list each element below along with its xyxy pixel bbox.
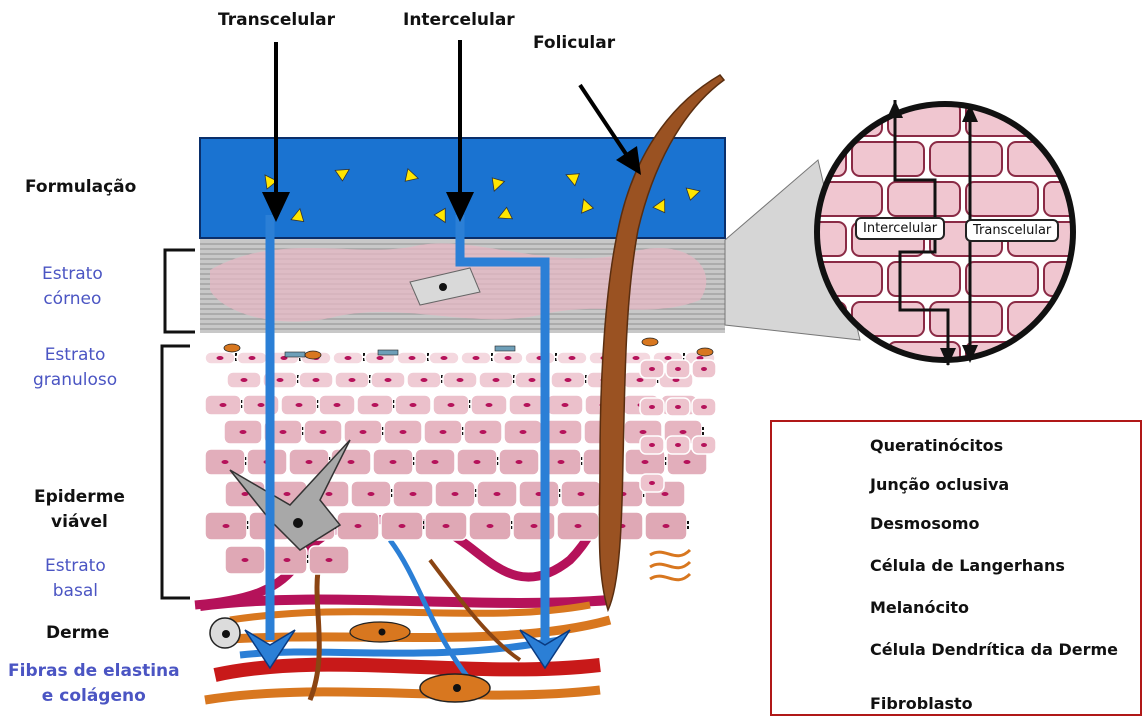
label-estrato-granuloso-line2: granuloso: [33, 368, 117, 393]
inset-label-intercelular: Intercelular: [855, 217, 945, 240]
label-fibras: Fibras de elastina e colágeno: [8, 659, 180, 708]
corneocyte-brick: [774, 382, 846, 416]
corneocyte-brick: [1086, 142, 1146, 176]
corneocyte-brick: [1086, 222, 1146, 256]
legend-desmosomo: Desmosomo: [870, 514, 980, 533]
corneocyte-brick: [1008, 382, 1080, 416]
tight-junction: [378, 350, 398, 355]
label-formulacao: Formulação: [25, 175, 136, 200]
label-estrato-corneo: Estrato córneo: [42, 262, 103, 311]
corneocyte-brick: [1044, 262, 1116, 296]
corneocyte-brick: [1044, 182, 1116, 216]
legend-celula-dendritica: Célula Dendrítica da Derme: [870, 640, 1118, 659]
zoom-inset: [725, 100, 1146, 416]
label-estrato-basal-line1: Estrato: [45, 554, 106, 579]
corneocyte-brick: [852, 142, 924, 176]
label-folicular: Folicular: [533, 31, 615, 56]
corneocyte-brick: [1044, 342, 1116, 376]
label-transcelular: Transcelular: [218, 8, 335, 33]
legend-fibroblasto: Fibroblasto: [870, 694, 973, 713]
tight-junction: [285, 352, 305, 357]
label-fibras-line1: Fibras de elastina: [8, 659, 180, 684]
corneocyte-brick: [1008, 302, 1080, 336]
corneocyte-brick: [1122, 262, 1146, 296]
legend-melanocito: Melanócito: [870, 598, 969, 617]
label-estrato-corneo-line1: Estrato: [42, 262, 103, 287]
label-epiderme-viavel: Epiderme viável: [34, 485, 125, 534]
label-estrato-corneo-line2: córneo: [42, 287, 103, 312]
legend-box: Queratinócitos Junção oclusiva Desmosomo…: [770, 420, 1142, 716]
legend-juncao-oclusiva: Junção oclusiva: [870, 475, 1009, 494]
corneocyte-brick: [852, 382, 924, 416]
corneocyte-brick: [930, 382, 1002, 416]
corneocyte-brick: [1122, 102, 1146, 136]
corneocyte-brick: [930, 142, 1002, 176]
corneocyte-brick: [966, 262, 1038, 296]
corneum-bracket: [165, 250, 195, 332]
legend-celula-langerhans: Célula de Langerhans: [870, 556, 1065, 575]
legend-queratinocitos: Queratinócitos: [870, 436, 1003, 455]
corneocyte-brick: [888, 182, 960, 216]
label-fibras-line2: e colágeno: [8, 684, 180, 709]
label-estrato-granuloso-line1: Estrato: [33, 343, 117, 368]
label-intercelular: Intercelular: [403, 8, 515, 33]
corneocyte-brick: [1086, 302, 1146, 336]
label-derme: Derme: [46, 621, 109, 646]
tight-junction: [495, 346, 515, 351]
label-epiderme-viavel-line2: viável: [34, 510, 125, 535]
corneocyte-brick: [966, 182, 1038, 216]
corneocyte-brick: [810, 342, 882, 376]
epidermis-bracket: [162, 346, 190, 598]
inset-label-transcelular: Transcelular: [965, 219, 1059, 242]
label-estrato-granuloso: Estrato granuloso: [33, 343, 117, 392]
corneocyte-brick: [1122, 182, 1146, 216]
label-estrato-basal: Estrato basal: [45, 554, 106, 603]
corneocyte-brick: [1044, 102, 1116, 136]
corneocyte-brick: [1122, 342, 1146, 376]
corneocyte-brick: [930, 302, 1002, 336]
label-epiderme-viavel-line1: Epiderme: [34, 485, 125, 510]
label-estrato-basal-line2: basal: [45, 579, 106, 604]
corneocyte-brick: [1086, 382, 1146, 416]
